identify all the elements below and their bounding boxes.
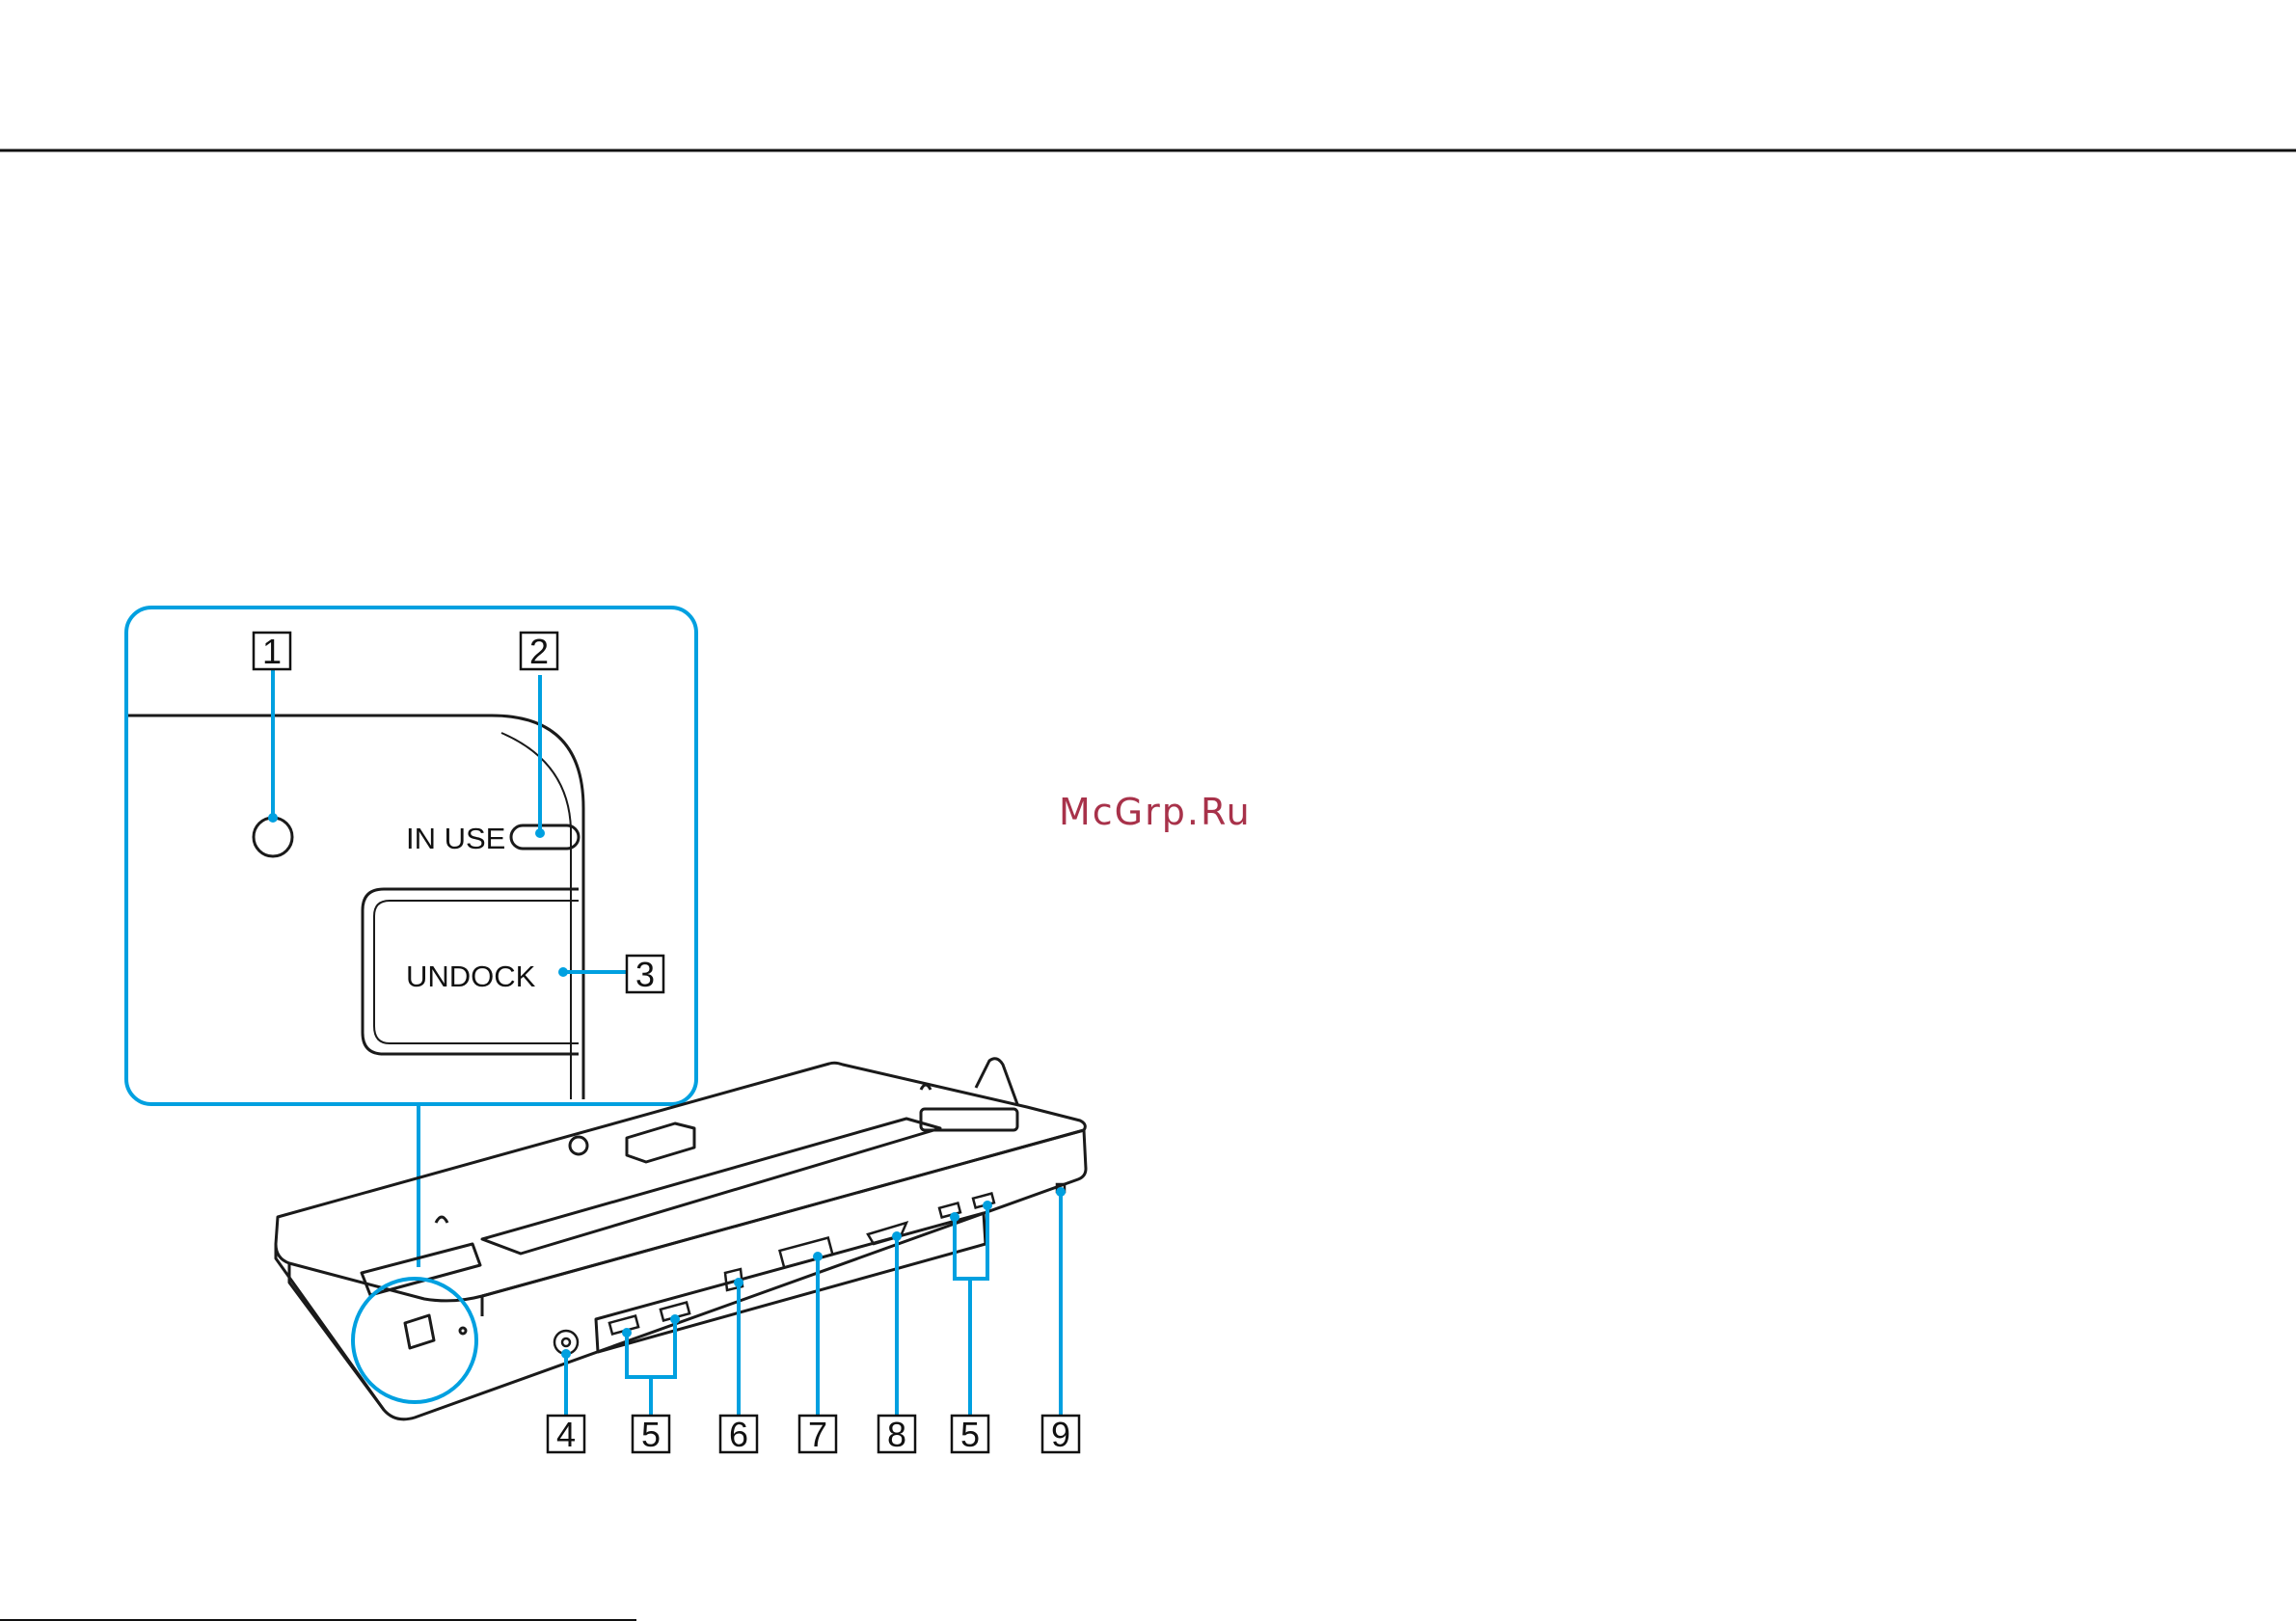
callout-3: 3 — [627, 955, 663, 994]
in-use-indicator — [511, 825, 579, 849]
svg-text:9: 9 — [1051, 1415, 1070, 1454]
undock-label: UNDOCK — [406, 959, 536, 993]
in-use-label: IN USE — [406, 822, 505, 855]
dock-left-side — [276, 1244, 384, 1410]
docking-station — [276, 1059, 1086, 1419]
leader-1-dot — [268, 813, 278, 823]
inset-panel: IN USE UNDOCK — [126, 608, 696, 1104]
svg-text:3: 3 — [635, 955, 655, 994]
svg-text:2: 2 — [529, 632, 549, 671]
svg-text:4: 4 — [556, 1415, 576, 1454]
dock-front-lamp — [460, 1328, 466, 1334]
callout-7: 7 — [799, 1415, 836, 1454]
callout-8: 8 — [878, 1415, 915, 1454]
dock-front-undock — [405, 1315, 434, 1348]
dock-hook — [921, 1085, 931, 1090]
watermark-text: McGrp.Ru — [1059, 791, 1252, 833]
inset-dock-corner — [128, 716, 583, 1099]
svg-text:5: 5 — [960, 1415, 980, 1454]
callout-5-right: 5 — [952, 1415, 988, 1454]
callout-6: 6 — [720, 1415, 757, 1454]
dock-top-lamp — [570, 1137, 587, 1154]
callout-9: 9 — [1042, 1415, 1079, 1454]
dock-lock-lever — [627, 1123, 694, 1162]
svg-text:7: 7 — [808, 1415, 827, 1454]
svg-text:6: 6 — [729, 1415, 748, 1454]
callout-5-left: 5 — [633, 1415, 669, 1454]
leader-3-dot — [558, 967, 568, 977]
power-lamp-icon — [254, 818, 292, 856]
inset-frame — [126, 608, 696, 1104]
dock-front-face — [289, 1130, 1086, 1419]
callout-2: 2 — [521, 632, 557, 671]
callout-4: 4 — [548, 1415, 584, 1454]
callout-1: 1 — [254, 632, 290, 671]
svg-text:1: 1 — [262, 632, 282, 671]
lower-leaders — [566, 1192, 1061, 1416]
svg-text:8: 8 — [887, 1415, 906, 1454]
leader-2-dot — [535, 828, 545, 838]
svg-text:5: 5 — [641, 1415, 661, 1454]
dock-left-hook — [436, 1217, 447, 1223]
